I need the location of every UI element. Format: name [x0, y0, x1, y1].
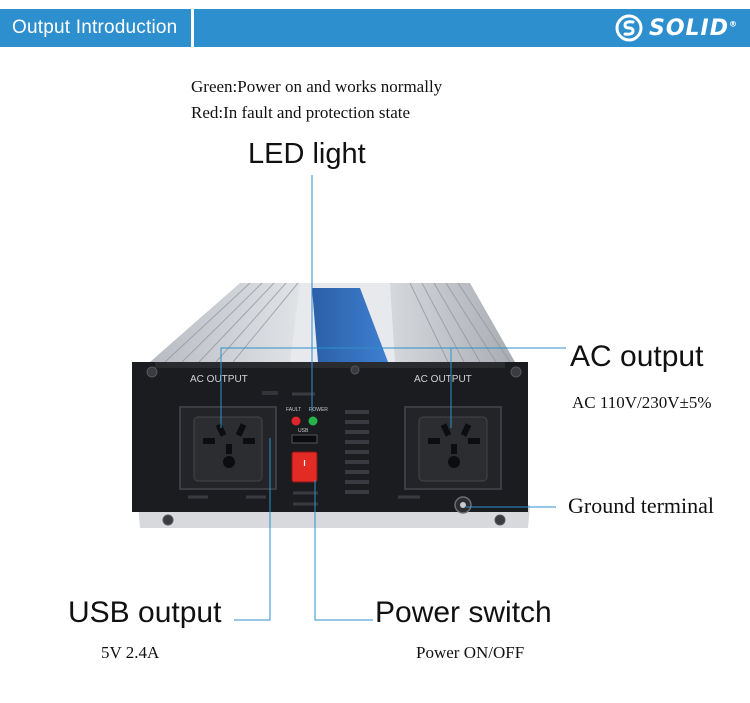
usb-port	[291, 434, 318, 444]
brand-text: SOLID	[648, 15, 729, 41]
led-red-description: Red:In fault and protection state	[191, 103, 411, 122]
header-divider	[0, 47, 750, 49]
brand-logo: SOLID®	[615, 13, 738, 43]
usb-output-label: USB output	[68, 596, 222, 629]
header-title-box: Output Introduction	[4, 9, 194, 47]
power-switch-label: Power switch	[375, 596, 552, 629]
control-area: FAULT POWER USB	[286, 392, 328, 506]
heat-sink-housing	[150, 282, 515, 363]
product-label	[312, 288, 388, 362]
header-title: Output Introduction	[12, 17, 178, 38]
universal-socket-icon	[428, 423, 480, 468]
leader-lines	[220, 175, 566, 621]
power-switch	[291, 451, 318, 483]
power-led	[308, 416, 318, 426]
usb-output-spec: 5V 2.4A	[101, 643, 160, 662]
ac-socket-left-label: AC OUTPUT	[190, 374, 248, 385]
ac-output-label: AC output	[570, 340, 704, 373]
ground-terminal-label: Ground terminal	[568, 493, 715, 518]
header-bar: Output Introduction SOLID®	[0, 9, 750, 47]
fault-label: FAULT	[286, 407, 301, 413]
vent-grille	[345, 410, 369, 494]
fault-led	[291, 416, 301, 426]
solid-logo-icon	[615, 14, 643, 42]
power-switch-spec: Power ON/OFF	[416, 643, 525, 662]
ac-output-spec: AC 110V/230V±5%	[572, 393, 712, 412]
ground-terminal-icon	[454, 496, 472, 514]
led-light-label: LED light	[248, 138, 366, 170]
ac-socket-left	[179, 406, 277, 499]
brand-name: SOLID®	[649, 16, 738, 41]
ac-socket-right	[398, 406, 502, 499]
usb-panel-label: USB	[298, 428, 309, 434]
power-label: POWER	[309, 407, 328, 413]
brand-registered-mark: ®	[729, 19, 738, 29]
ac-socket-right-label: AC OUTPUT	[414, 374, 472, 385]
led-green-description: Green:Power on and works normally	[191, 77, 443, 96]
panel-screws	[146, 365, 522, 526]
universal-socket-icon	[203, 423, 255, 468]
